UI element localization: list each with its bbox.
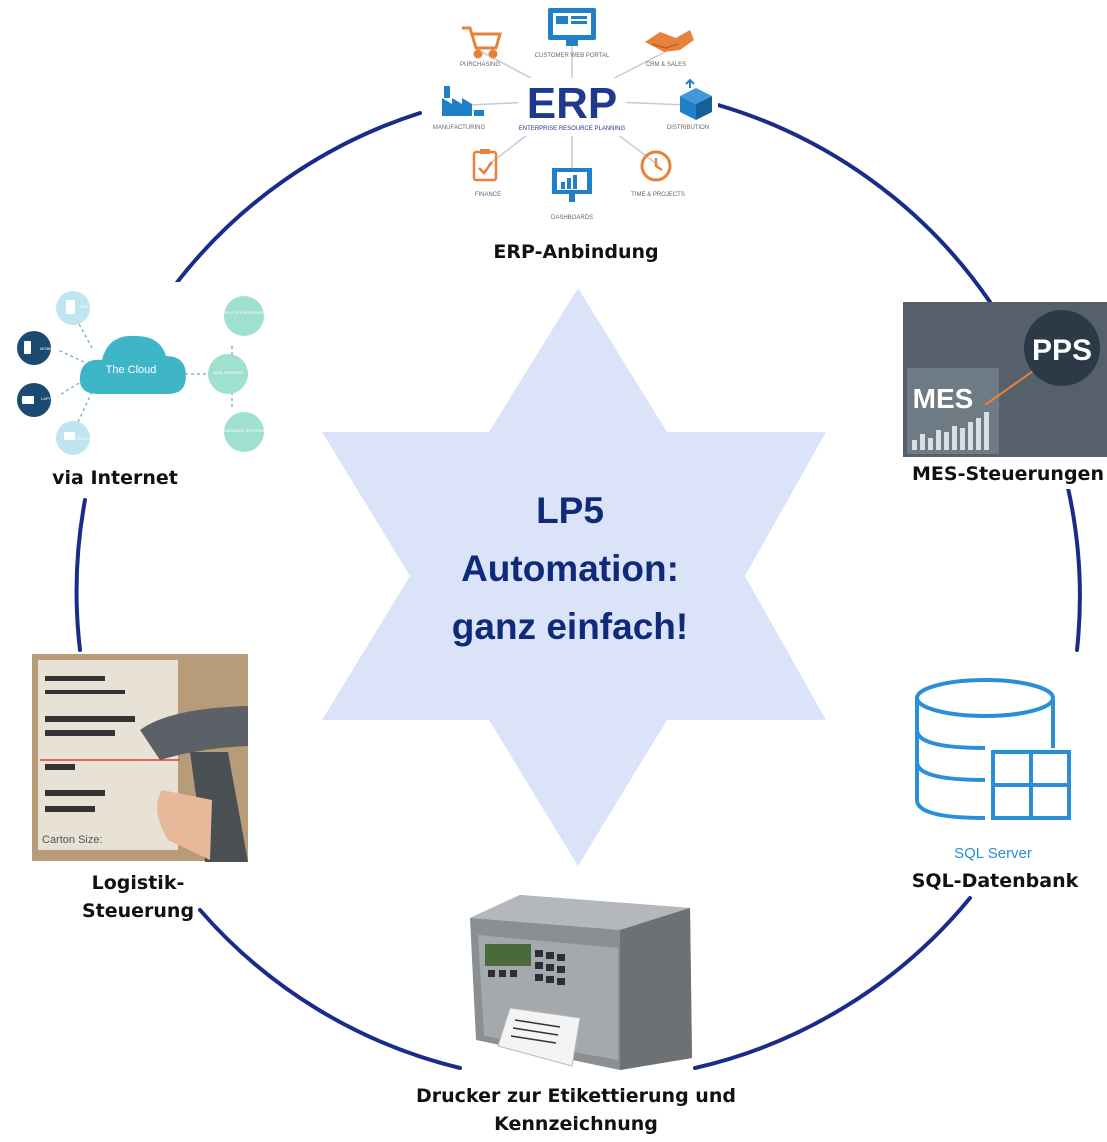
handshake-icon <box>645 30 694 52</box>
client-pc: PC CLIENTS <box>78 436 102 441</box>
mes-label: MES-Steuerungen <box>908 461 1107 489</box>
erp-graphic: ERP ENTERPRISE RESOURCE PLANNING PURCHAS… <box>422 2 718 227</box>
cloud-icon <box>79 335 186 394</box>
database-server-icon <box>224 412 264 452</box>
erp-module-finance: FINANCE <box>475 192 501 198</box>
barcode-scanner-photo: Carton Size: <box>32 654 248 862</box>
center-title-line2: Automation: <box>461 548 679 590</box>
erp-logo-subtitle: ENTERPRISE RESOURCE PLANNING <box>519 126 626 132</box>
pps-text: PPS <box>1032 334 1092 367</box>
server-application: APPLICATION SERVERS <box>221 310 268 315</box>
erp-label: ERP-Anbindung <box>478 239 674 267</box>
erp-module-dashboards: DASHBOARDS <box>551 215 593 221</box>
connection-ring <box>74 103 1082 1070</box>
label-printer-image <box>470 895 692 1070</box>
mobile-client-icon <box>17 331 51 365</box>
shopping-cart-icon <box>462 26 502 59</box>
server-web: WEB SERVERS <box>213 370 243 375</box>
application-server-icon <box>224 296 264 336</box>
erp-module-purchasing: PURCHASING <box>460 62 500 68</box>
mes-pps-tile: PPS MES <box>903 302 1107 457</box>
center-title-line3: ganz einfach! <box>451 606 689 648</box>
logistics-label-line1: Logistik- <box>91 872 185 894</box>
printer-label: Drucker zur Etikettierung und Kennzeichn… <box>400 1083 752 1138</box>
finance-clipboard-icon <box>472 149 498 182</box>
printer-label-line2: Kennzeichnung <box>494 1112 658 1135</box>
mes-text: MES <box>913 383 974 414</box>
factory-icon <box>442 86 484 116</box>
center-title-line1: LP5 <box>536 490 604 531</box>
cloud-label: The Cloud <box>106 364 157 376</box>
carton-size-text: Carton Size: <box>42 834 103 846</box>
erp-logo-text: ERP <box>527 79 617 128</box>
sql-label: SQL-Datenbank <box>900 868 1090 896</box>
web-server-icon <box>208 354 248 394</box>
erp-module-web-portal: CUSTOMER WEB PORTAL <box>535 53 610 59</box>
printer-label-line1: Drucker zur Etikettierung und <box>416 1085 736 1107</box>
erp-module-distribution: DISTRIBUTION <box>667 125 709 131</box>
client-laptop: LAPTOP CLIENTS <box>41 396 75 401</box>
scanner-icon <box>140 706 248 760</box>
logistics-label: Logistik- Steuerung <box>68 870 208 925</box>
mes-bars-icon <box>912 412 989 450</box>
database-icon <box>915 678 1071 820</box>
clock-icon <box>640 150 672 182</box>
distribution-box-icon <box>680 78 712 120</box>
web-portal-icon <box>548 8 596 46</box>
center-title: LP5 Automation: ganz einfach! <box>360 482 780 656</box>
erp-module-crm: CRM & SALES <box>646 62 686 68</box>
erp-module-manufacturing: MANUFACTURING <box>433 125 486 131</box>
erp-module-time-projects: TIME & PROJECTS <box>631 192 685 198</box>
sql-server-text: SQL Server <box>954 845 1032 862</box>
dashboard-chart-icon <box>552 168 592 202</box>
server-database: DATABASE SERVERS <box>224 428 265 433</box>
cloud-graphic: The Cloud TABLET CLIENTS MOBILE CLIENTS … <box>0 282 275 455</box>
internet-label: via Internet <box>40 465 190 493</box>
client-tablet: TABLET CLIENTS <box>80 304 113 309</box>
client-mobile: MOBILE CLIENTS <box>40 346 73 351</box>
center-star <box>322 288 826 866</box>
logistics-label-line2: Steuerung <box>81 899 195 922</box>
sql-server-logo: SQL Server <box>895 670 1095 870</box>
